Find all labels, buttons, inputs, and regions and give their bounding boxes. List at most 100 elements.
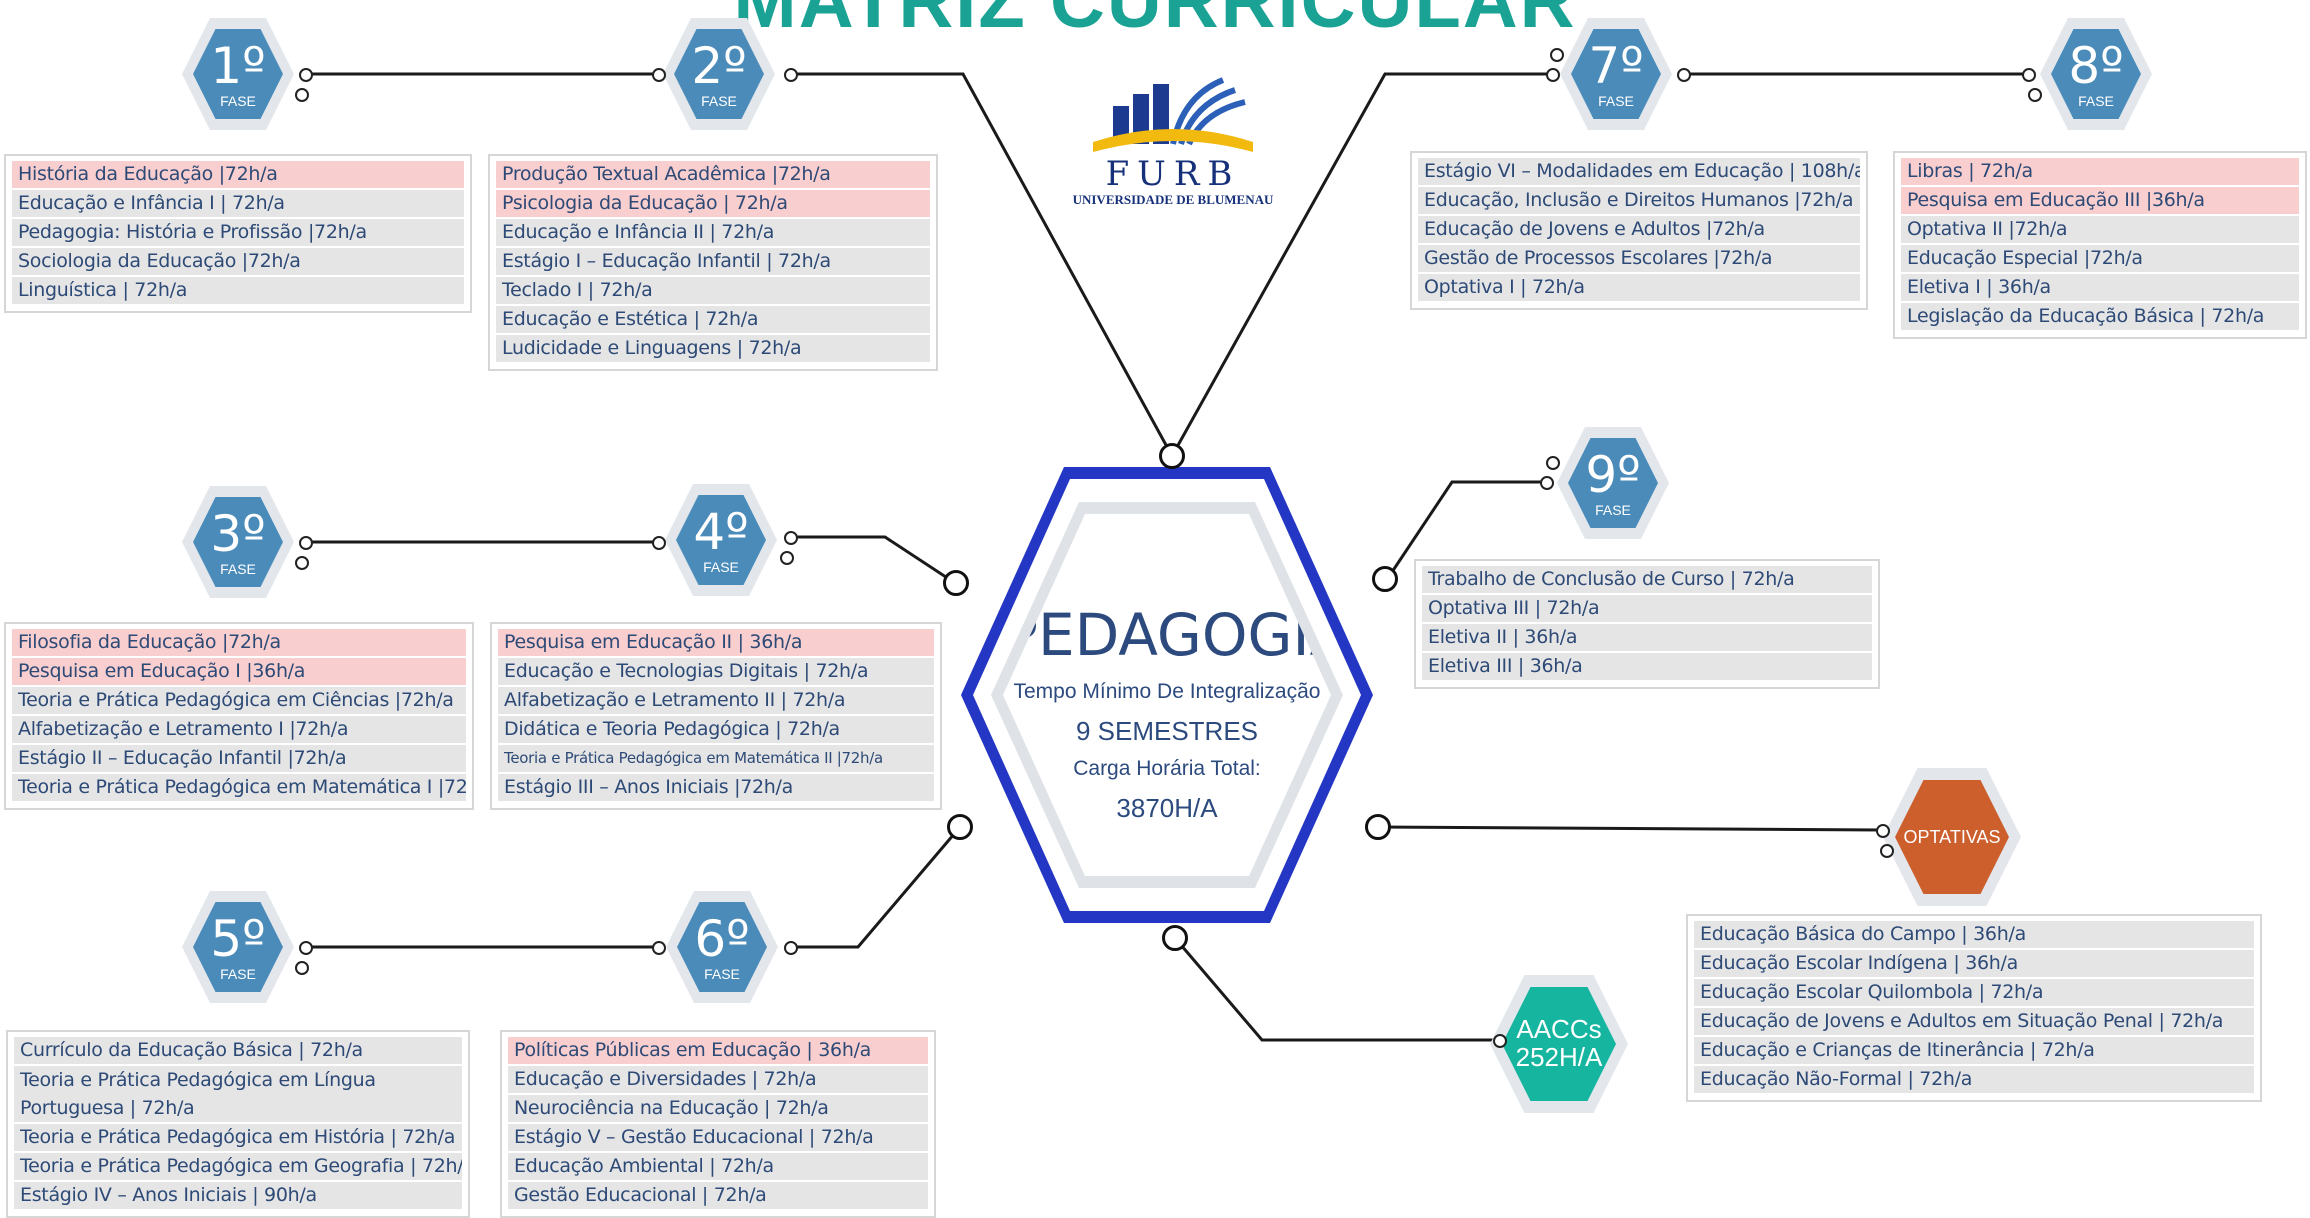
course-item: Neurociência na Educação | 72h/a <box>508 1095 928 1122</box>
connector-dot <box>1880 844 1894 858</box>
phase-6-number: 6º <box>694 910 750 968</box>
course-item: Gestão de Processos Escolares |72h/a <box>1418 245 1860 272</box>
course-item: Educação e Infância II | 72h/a <box>496 219 930 246</box>
course-item: História da Educação |72h/a <box>12 161 464 188</box>
phase-label: FASE <box>704 966 740 982</box>
phase-label: FASE <box>1598 93 1634 109</box>
connector-dot <box>652 68 666 82</box>
course-item: Educação Especial |72h/a <box>1901 245 2299 272</box>
phase-7-course-list: Estágio VI – Modalidades em Educação | 1… <box>1410 151 1868 310</box>
phase-7-number: 7º <box>1588 37 1644 95</box>
phase-4-number: 4º <box>693 503 749 561</box>
phase-1-course-list: História da Educação |72h/a Educação e I… <box>4 154 472 313</box>
course-item: Produção Textual Acadêmica |72h/a <box>496 161 930 188</box>
connector-dot <box>2022 68 2036 82</box>
course-item: Eletiva II | 36h/a <box>1422 624 1872 651</box>
course-item: Teoria e Prática Pedagógica em História … <box>14 1124 462 1151</box>
course-item: Educação Escolar Quilombola | 72h/a <box>1694 979 2254 1006</box>
course-item: Gestão Educacional | 72h/a <box>508 1182 928 1209</box>
connector-dot <box>784 941 798 955</box>
course-item: Currículo da Educação Básica | 72h/a <box>14 1037 462 1064</box>
connector-dot <box>1162 925 1188 951</box>
course-item: Eletiva I | 36h/a <box>1901 274 2299 301</box>
course-name: PEDAGOGIA <box>1003 601 1350 669</box>
connector-dot <box>1540 476 1554 490</box>
course-item: Psicologia da Educação | 72h/a <box>496 190 930 217</box>
course-item: Educação, Inclusão e Direitos Humanos |7… <box>1418 187 1860 214</box>
course-item: Didática e Teoria Pedagógica | 72h/a <box>498 716 934 743</box>
course-item: Teoria e Prática Pedagógica em Matemátic… <box>498 745 934 772</box>
phase-label: FASE <box>701 93 737 109</box>
course-item: Pesquisa em Educação III |36h/a <box>1901 187 2299 214</box>
course-item: Teoria e Prática Pedagógica em Geografia… <box>14 1153 462 1180</box>
phase-3-course-list: Filosofia da Educação |72h/a Pesquisa em… <box>4 622 474 810</box>
connector-dot <box>295 88 309 102</box>
course-item: Educação Não-Formal | 72h/a <box>1694 1066 2254 1093</box>
course-item: Estágio V – Gestão Educacional | 72h/a <box>508 1124 928 1151</box>
connector-dot <box>652 536 666 550</box>
furb-logo-icon <box>1093 77 1253 152</box>
course-item: Educação Básica do Campo | 36h/a <box>1694 921 2254 948</box>
course-item: Políticas Públicas em Educação | 36h/a <box>508 1037 928 1064</box>
phase-2-course-list: Produção Textual Acadêmica |72h/a Psicol… <box>488 154 938 371</box>
connector-dot <box>943 570 969 596</box>
connector-dot <box>295 961 309 975</box>
phase-label: FASE <box>220 561 256 577</box>
min-time-label: Tempo Mínimo De Integralização <box>1013 680 1321 703</box>
course-item: Filosofia da Educação |72h/a <box>12 629 466 656</box>
optativas-hexagon: OPTATIVAS <box>1883 768 2021 906</box>
optativas-label: OPTATIVAS <box>1895 780 2009 894</box>
furb-logo: FURB UNIVERSIDADE DE BLUMENAU <box>1068 76 1278 226</box>
course-item: Legislação da Educação Básica | 72h/a <box>1901 303 2299 330</box>
connector-dot <box>947 814 973 840</box>
connector-dot <box>299 68 313 82</box>
course-item: Estágio IV – Anos Iniciais | 90h/a <box>14 1182 462 1209</box>
course-item: Educação Escolar Indígena | 36h/a <box>1694 950 2254 977</box>
page-title: MATRIZ CURRICULAR <box>733 0 1577 44</box>
phase-8-number: 8º <box>2068 37 2124 95</box>
course-item: Libras | 72h/a <box>1901 158 2299 185</box>
course-item: Ludicidade e Linguagens | 72h/a <box>496 335 930 362</box>
phase-1-number: 1º <box>210 37 266 95</box>
phase-8-course-list: Libras | 72h/a Pesquisa em Educação III … <box>1893 151 2307 339</box>
course-item: Trabalho de Conclusão de Curso | 72h/a <box>1422 566 1872 593</box>
connector-dot <box>1876 824 1890 838</box>
connector-dot <box>784 531 798 545</box>
course-item: Educação de Jovens e Adultos em Situação… <box>1694 1008 2254 1035</box>
connector-dot <box>1159 443 1185 469</box>
phase-label: FASE <box>703 559 739 575</box>
phase-9-number: 9º <box>1585 446 1641 504</box>
connector-dot <box>2028 88 2042 102</box>
course-item: Optativa II |72h/a <box>1901 216 2299 243</box>
course-item: Pesquisa em Educação I |36h/a <box>12 658 466 685</box>
connector-dot <box>1365 814 1391 840</box>
total-hours-label: Carga Horária Total: <box>1073 757 1261 780</box>
phase-2-number: 2º <box>691 37 747 95</box>
phase-5-course-list: Currículo da Educação Básica | 72h/a Teo… <box>6 1030 470 1218</box>
connector-dot <box>1677 68 1691 82</box>
phase-label: FASE <box>2078 93 2114 109</box>
phase-3-number: 3º <box>210 505 266 563</box>
course-item: Estágio I – Educação Infantil | 72h/a <box>496 248 930 275</box>
course-item: Teoria e Prática Pedagógica em Ciências … <box>12 687 466 714</box>
phase-label: FASE <box>1595 502 1631 518</box>
connector-dot <box>780 551 794 565</box>
phase-label: FASE <box>220 93 256 109</box>
connector-dot <box>1546 456 1560 470</box>
phase-9-course-list: Trabalho de Conclusão de Curso | 72h/a O… <box>1414 559 1880 689</box>
phase-label: FASE <box>220 966 256 982</box>
course-item: Educação de Jovens e Adultos |72h/a <box>1418 216 1860 243</box>
logo-wordmark: FURB <box>1105 154 1241 194</box>
phase-4-course-list: Pesquisa em Educação II | 36h/a Educação… <box>490 622 942 810</box>
course-item: Optativa III | 72h/a <box>1422 595 1872 622</box>
course-item: Sociologia da Educação |72h/a <box>12 248 464 275</box>
course-item: Educação Ambiental | 72h/a <box>508 1153 928 1180</box>
connector-dot <box>784 68 798 82</box>
course-item: Educação e Infância I | 72h/a <box>12 190 464 217</box>
